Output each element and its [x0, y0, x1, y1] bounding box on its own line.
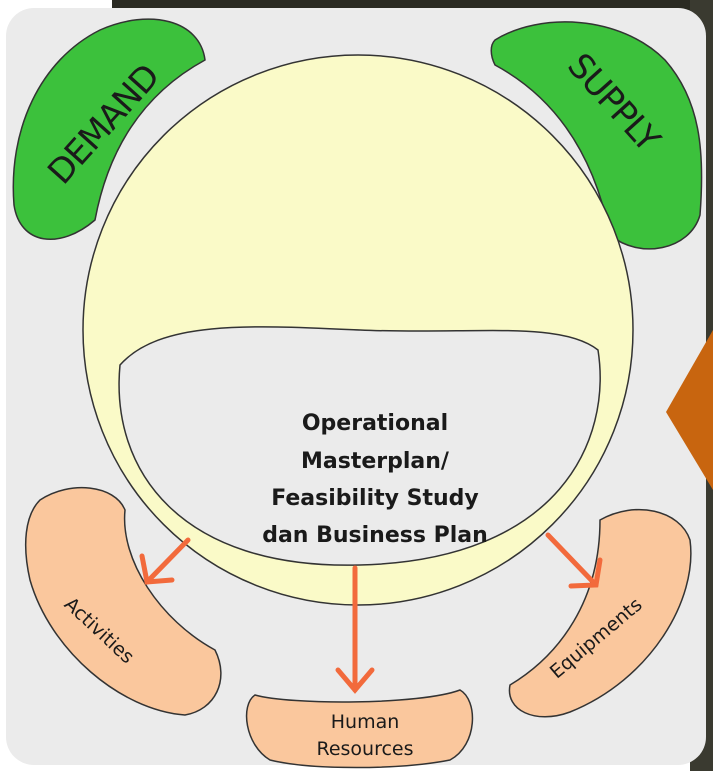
orange-triangle: [666, 330, 713, 490]
center-text-line-1: Operational: [302, 411, 448, 436]
equipments-blob: [508, 508, 692, 718]
arrow-to-equipments: [545, 532, 603, 589]
human-resources-label-line-1: Human: [331, 711, 400, 733]
center-bowl: [118, 326, 601, 566]
human-resources-label-line-2: Resources: [316, 738, 413, 760]
center-text-line-2: Masterplan/: [301, 449, 450, 474]
arrow-to-activities: [139, 537, 191, 585]
demand-blob: [12, 18, 206, 241]
arrow-to-human-resources: [335, 565, 375, 694]
activities-blob: [24, 487, 222, 716]
center-text-line-3: Feasibility Study: [271, 486, 479, 511]
human-resources-blob: [245, 689, 474, 769]
center-text-line-4: dan Business Plan: [262, 523, 488, 548]
supply-blob: [490, 21, 703, 250]
